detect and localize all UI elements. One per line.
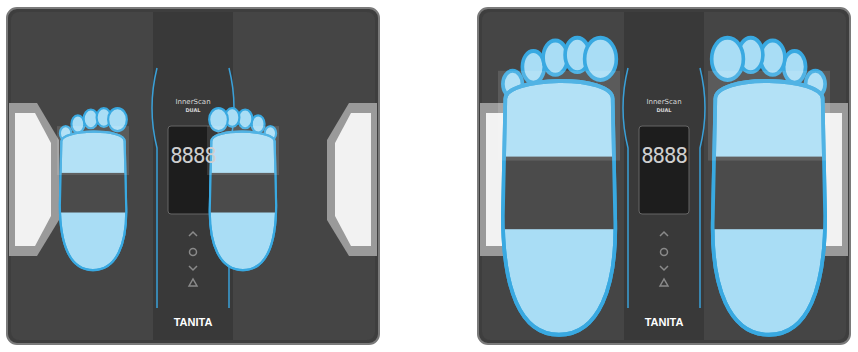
lcd-digits: 8888: [170, 146, 216, 167]
brand-name: TANITA: [174, 317, 213, 328]
logo-text: InnerScan: [175, 99, 210, 106]
logo-subtext: DUAL: [185, 108, 200, 113]
logo-subtext: DUAL: [656, 108, 671, 113]
logo-text: InnerScan: [646, 99, 681, 106]
brand-name: TANITA: [645, 317, 684, 328]
lcd-digits: 8888: [641, 146, 687, 167]
